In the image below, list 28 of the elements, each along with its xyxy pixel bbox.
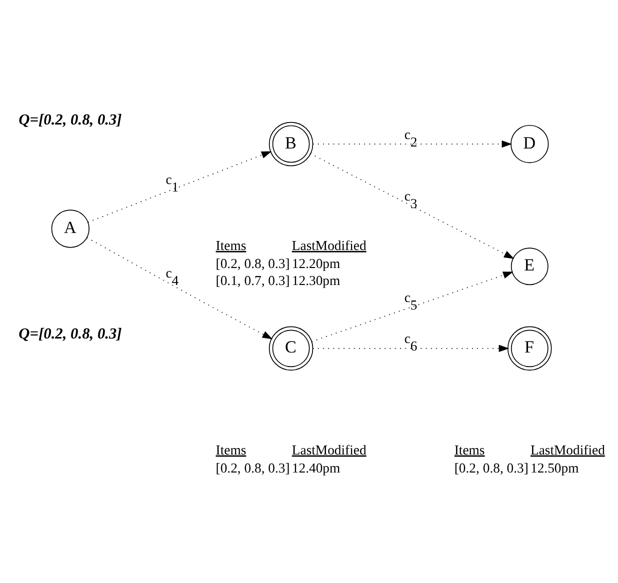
node-label: [0.2, 0.8, 0.3] xyxy=(216,255,290,270)
arrow xyxy=(88,150,272,222)
arrow xyxy=(312,344,510,352)
node-label: [0.1, 0.7, 0.3] xyxy=(216,272,290,288)
arrow xyxy=(86,236,273,339)
node-circle: E xyxy=(510,247,548,285)
arrow xyxy=(311,271,514,342)
arrow xyxy=(312,140,512,148)
node-label: Items xyxy=(216,237,246,252)
node-circle: F xyxy=(507,326,552,370)
node-circle: A xyxy=(51,209,90,248)
label: Q=[0.2, 0.8, 0.3] xyxy=(18,111,122,128)
label: Q=[0.2, 0.8, 0.3] xyxy=(18,325,122,342)
node-label: [0.2, 0.8, 0.3] xyxy=(216,460,290,475)
node-circle: C xyxy=(268,326,314,370)
node-label: 12.40pm xyxy=(292,460,340,475)
node-label: [0.2, 0.8, 0.3] xyxy=(454,460,528,475)
node-label: 12.50pm xyxy=(530,460,579,475)
node-label: LastModified xyxy=(292,237,366,252)
node-circle: B xyxy=(268,121,314,166)
node-label: LastModified xyxy=(530,442,605,457)
node-label: Items xyxy=(216,442,246,457)
arrow xyxy=(310,152,514,258)
node-label: Items xyxy=(454,442,485,457)
node-label: LastModified xyxy=(292,442,366,457)
node-label: 12.30pm xyxy=(292,272,340,288)
node-label: 12.20pm xyxy=(292,255,340,270)
node-circle: D xyxy=(510,124,549,163)
